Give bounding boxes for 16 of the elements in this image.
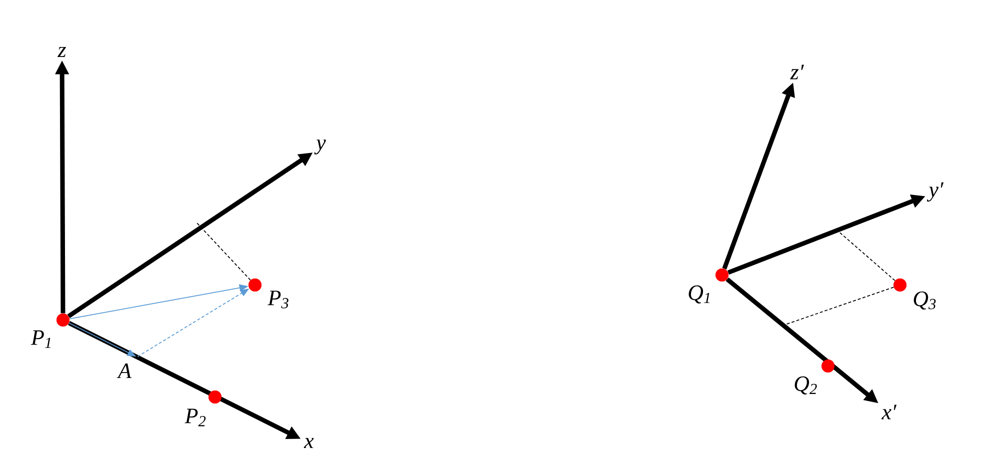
axis-label: x′ bbox=[881, 404, 897, 420]
point-label: A bbox=[116, 364, 132, 378]
node-label: Q$_{2}$ bbox=[794, 376, 817, 394]
node-label: P$_{2}$ bbox=[184, 408, 206, 426]
axis-label: y bbox=[314, 140, 326, 154]
node-label: Q$_{3}$ bbox=[914, 291, 936, 310]
node-label: Q$_{1}$ bbox=[688, 285, 710, 304]
axis-label: y′ bbox=[926, 182, 944, 202]
node-label: P$_{3}$ bbox=[268, 290, 288, 308]
dashed-line bbox=[838, 230, 896, 282]
axis-label: x bbox=[304, 438, 314, 448]
axis-label: z bbox=[57, 46, 66, 58]
dashed-line bbox=[784, 286, 894, 326]
axis-label: z′ bbox=[790, 64, 804, 80]
node-label: P$_{1}$ bbox=[30, 330, 51, 348]
dashed-line bbox=[196, 222, 251, 281]
